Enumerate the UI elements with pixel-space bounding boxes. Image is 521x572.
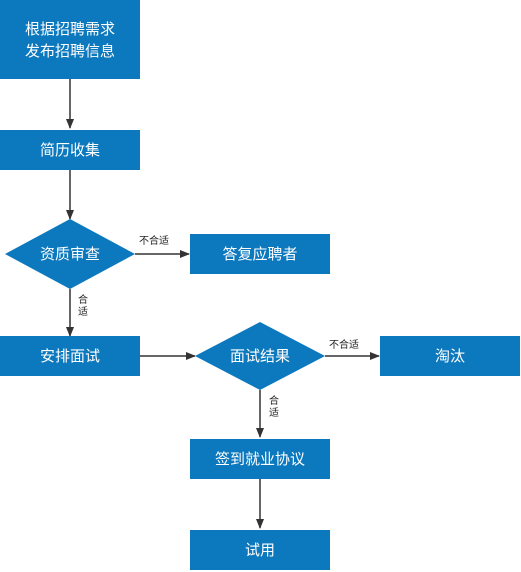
- node-trial-label: 试用: [244, 541, 275, 559]
- node-eliminate-label: 淘汰: [434, 347, 465, 365]
- node-arrange-interview: 安排面试: [0, 336, 140, 376]
- edge-label-qualify-pass: 合 适: [77, 295, 89, 319]
- edge-label-result-pass: 合 适: [268, 396, 280, 420]
- node-publish-recruitment: 根据招聘需求 发布招聘信息: [0, 0, 140, 79]
- edge-label-qualify-fail: 不合适: [139, 236, 169, 247]
- node-reply-applicant-label: 答复应聘者: [222, 245, 298, 263]
- decision-qualify-label: 资质审查: [40, 245, 100, 263]
- node-sign-agreement-label: 签到就业协议: [214, 450, 305, 468]
- node-resume-collection-label: 简历收集: [39, 141, 100, 159]
- edge-label-qualify-pass-char2: 适: [78, 307, 88, 318]
- node-eliminate: 淘汰: [380, 336, 520, 376]
- decision-result-label: 面试结果: [230, 347, 290, 365]
- edge-label-result-pass-char2: 适: [269, 408, 279, 419]
- edge-label-result-pass-char1: 合: [269, 396, 279, 407]
- edge-label-qualify-pass-char1: 合: [78, 295, 88, 306]
- edge-label-result-fail: 不合适: [329, 340, 359, 351]
- node-resume-collection: 简历收集: [0, 130, 140, 170]
- decision-qualify: [5, 219, 135, 289]
- decision-result: [195, 322, 325, 390]
- node-sign-agreement: 签到就业协议: [190, 439, 330, 479]
- node-publish-line1: 根据招聘需求: [24, 19, 115, 38]
- node-arrange-interview-label: 安排面试: [39, 347, 100, 365]
- node-trial: 试用: [190, 530, 330, 570]
- node-reply-applicant: 答复应聘者: [190, 234, 330, 274]
- node-publish-line2: 发布招聘信息: [24, 41, 115, 60]
